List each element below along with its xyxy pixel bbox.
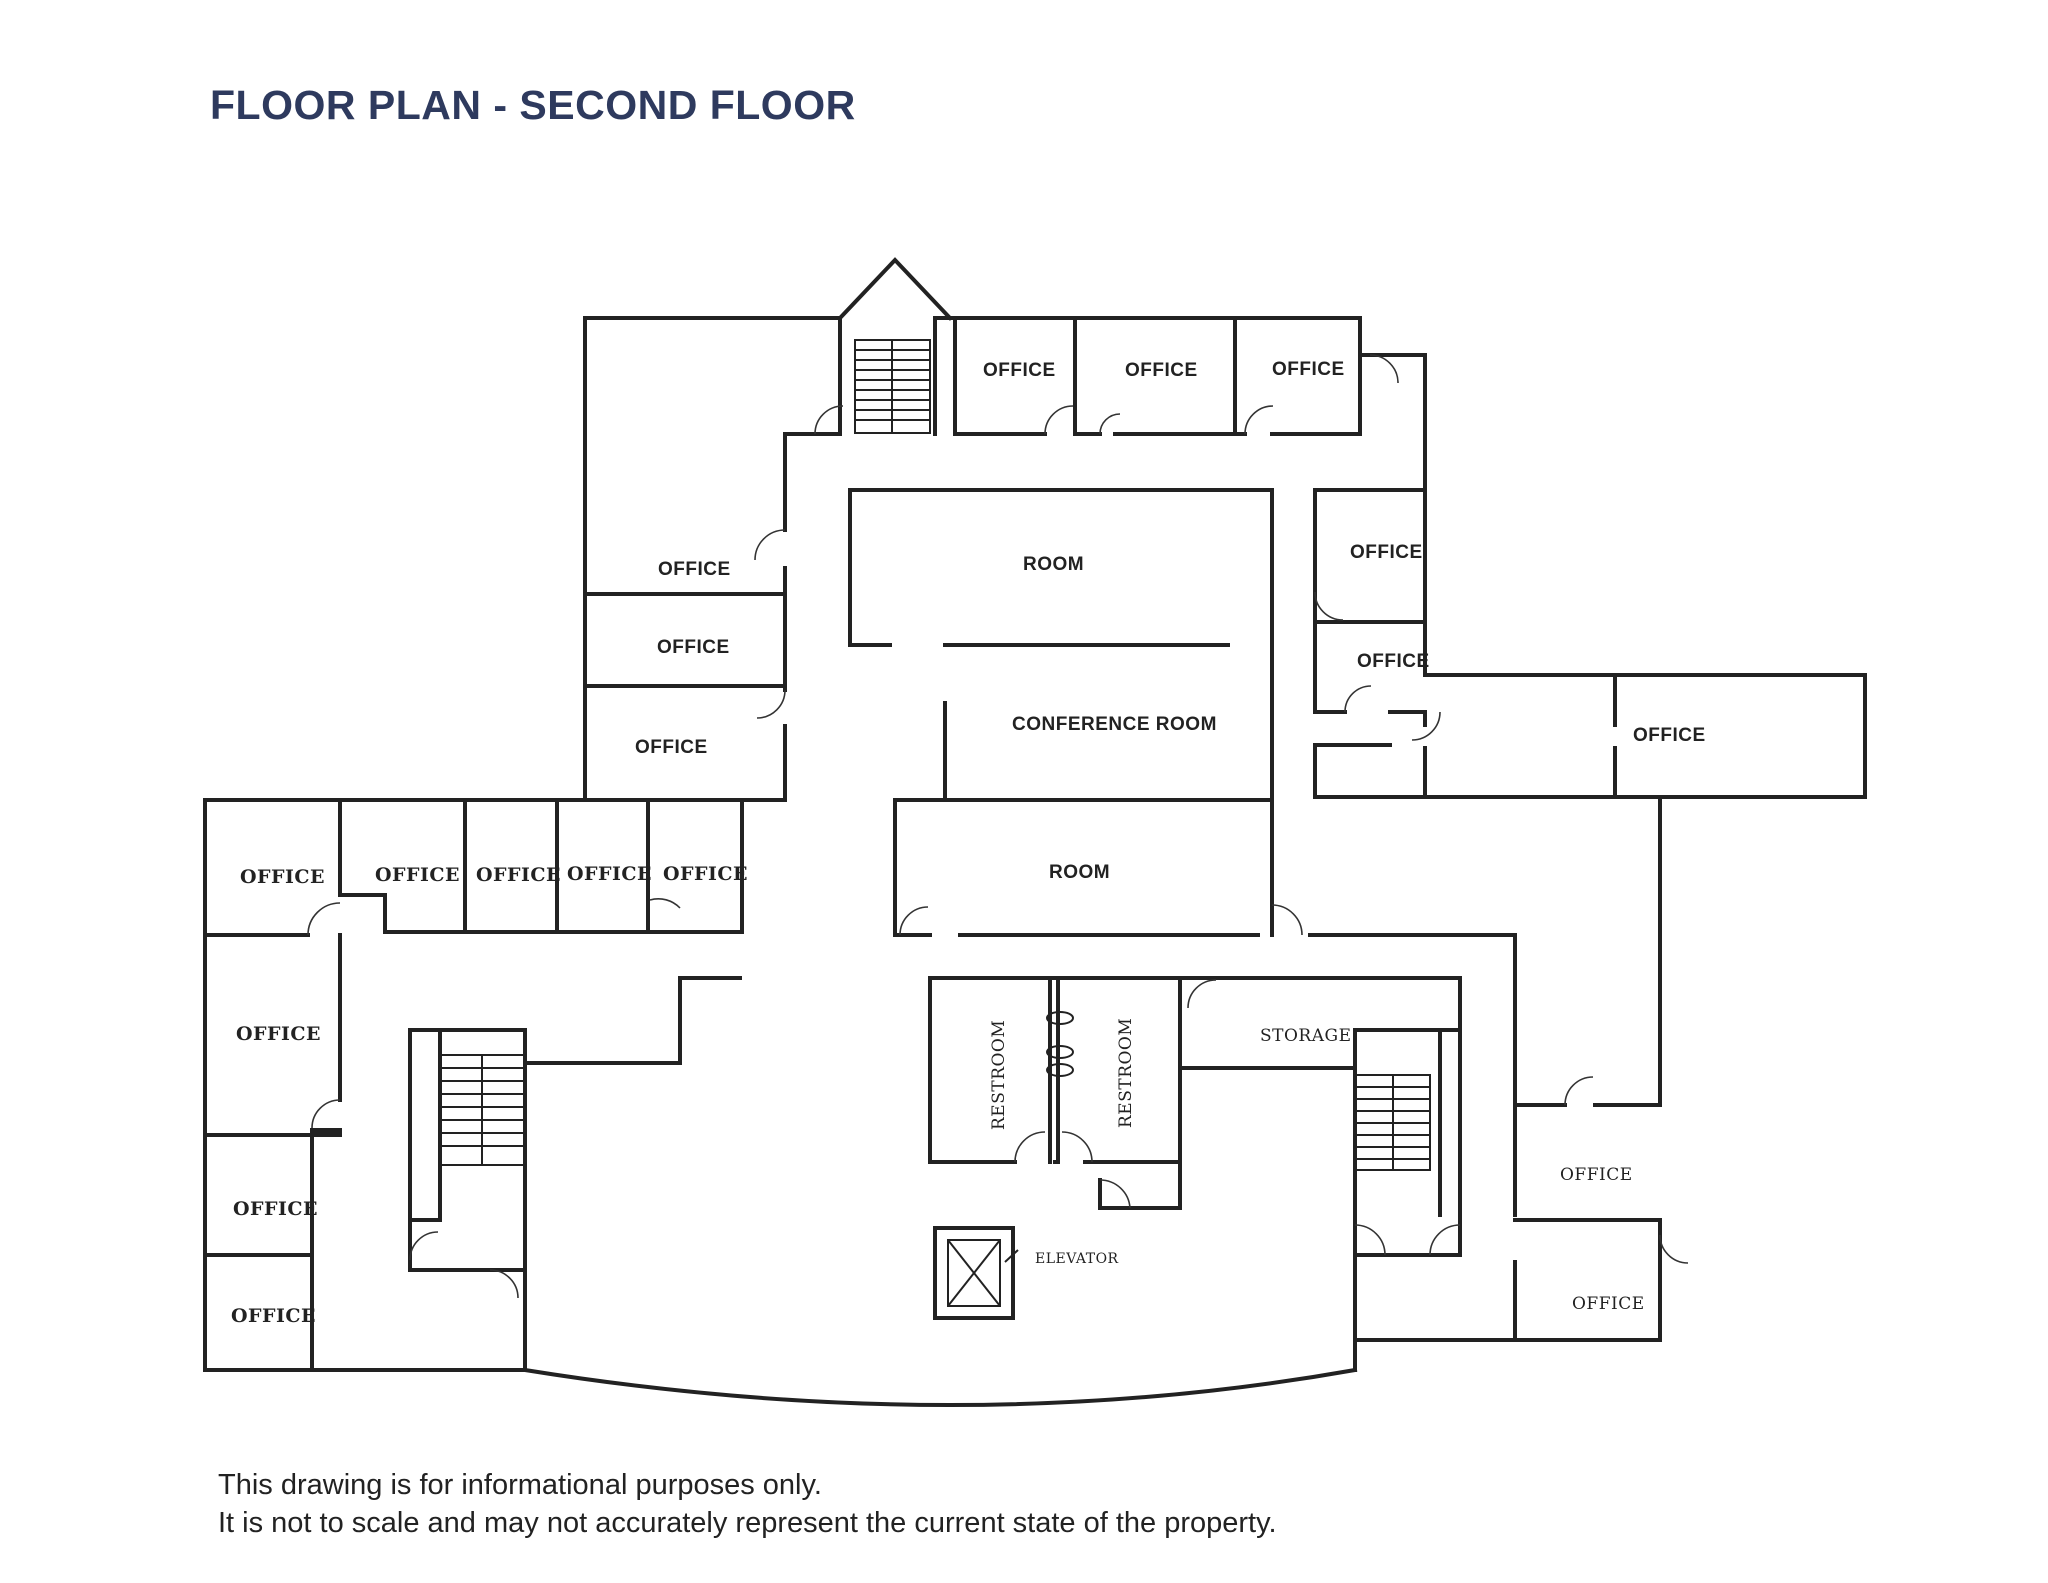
- walls: [203, 257, 1867, 1407]
- stair-treads-north: [855, 340, 930, 433]
- room-label: OFFICE: [231, 1305, 316, 1327]
- doors: [307, 354, 1689, 1299]
- room-label: OFFICE: [236, 1023, 321, 1045]
- room-label: ROOM: [1049, 862, 1110, 883]
- room-label: OFFICE: [476, 864, 561, 886]
- stair-treads-west: [440, 1055, 525, 1165]
- disclaimer: This drawing is for informational purpos…: [218, 1466, 1277, 1542]
- room-label: OFFICE: [1357, 651, 1430, 672]
- page-title: FLOOR PLAN - SECOND FLOOR: [210, 82, 856, 128]
- room-label: ROOM: [1023, 554, 1084, 575]
- room-labels: OFFICE OFFICE OFFICE OFFICE OFFICE OFFIC…: [231, 359, 1706, 1327]
- room-label: OFFICE: [635, 737, 708, 758]
- room-label: OFFICE: [983, 360, 1056, 381]
- disclaimer-line-1: This drawing is for informational purpos…: [218, 1469, 822, 1501]
- room-label: OFFICE: [233, 1198, 318, 1220]
- room-label: OFFICE: [657, 637, 730, 658]
- stair-treads-east: [1355, 1075, 1430, 1170]
- room-label: OFFICE: [663, 863, 748, 885]
- room-label: RESTROOM: [1116, 1018, 1136, 1128]
- room-label: OFFICE: [1560, 1165, 1633, 1185]
- room-label: OFFICE: [658, 559, 731, 580]
- room-label: OFFICE: [1350, 542, 1423, 563]
- room-label: ELEVATOR: [1035, 1251, 1119, 1267]
- room-label: OFFICE: [1572, 1294, 1645, 1314]
- room-label: RESTROOM: [989, 1020, 1009, 1130]
- room-label: OFFICE: [1272, 359, 1345, 380]
- room-label: CONFERENCE ROOM: [1012, 714, 1217, 735]
- restroom-fixtures: [1046, 1011, 1074, 1077]
- room-label: STORAGE: [1260, 1026, 1352, 1046]
- room-label: OFFICE: [375, 864, 460, 886]
- room-label: OFFICE: [1633, 725, 1706, 746]
- room-label: OFFICE: [1125, 360, 1198, 381]
- room-label: OFFICE: [567, 863, 652, 885]
- disclaimer-line-2: It is not to scale and may not accuratel…: [218, 1507, 1277, 1539]
- room-label: OFFICE: [240, 866, 325, 888]
